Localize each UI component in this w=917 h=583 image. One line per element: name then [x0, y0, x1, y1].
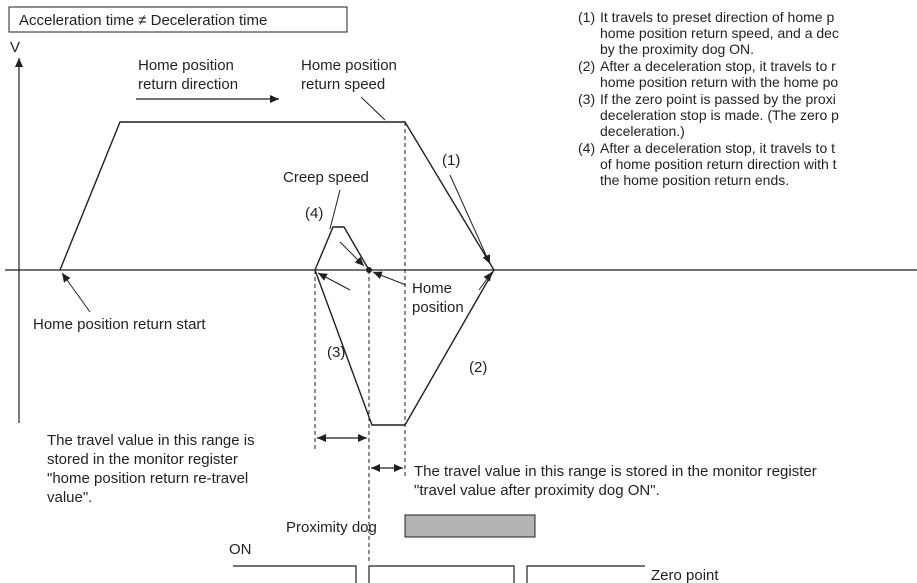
after-dog-note: The travel value in this range is stored…: [414, 463, 817, 499]
note-2: (2) After a deceleration stop, it travel…: [578, 58, 917, 90]
return-start-leader: [61, 272, 91, 313]
home-position-leader: [372, 271, 407, 286]
return-start-label: Home position return start: [33, 316, 206, 333]
note-4: (4) After a deceleration stop, it travel…: [578, 140, 917, 188]
step4-label: (4): [305, 205, 323, 222]
proximity-dog-label: Proximity dog: [286, 519, 377, 536]
creep-leader: [329, 189, 341, 230]
step2-label: (2): [469, 359, 487, 376]
step4-leader: [339, 241, 365, 267]
note-2-number: (2): [578, 58, 596, 74]
title-box: [8, 6, 348, 33]
note-1-text: It travels to preset direction of home p…: [600, 9, 839, 57]
zero-point-signal-c: [526, 565, 645, 583]
step1-label: (1): [442, 152, 460, 169]
note-3-number: (3): [578, 91, 596, 107]
diagram-title: Acceleration time ≠ Deceleration time: [19, 12, 267, 29]
proximity-dog-bar: [404, 514, 536, 538]
note-1-number: (1): [578, 9, 596, 25]
on-label: ON: [229, 541, 252, 558]
speed-leader: [360, 96, 386, 121]
zero-point-label: Zero point: [651, 567, 719, 583]
note-3: (3) If the zero point is passed by the p…: [578, 91, 917, 139]
step3-label: (3): [327, 344, 345, 361]
note-1: (1) It travels to preset direction of ho…: [578, 9, 917, 57]
note-4-text: After a deceleration stop, it travels to…: [600, 140, 837, 188]
note-2-text: After a deceleration stop, it travels to…: [600, 58, 839, 90]
step-notes: (1) It travels to preset direction of ho…: [578, 9, 917, 189]
velocity-axis-label: V: [10, 39, 20, 56]
step2-leader: [478, 271, 493, 291]
zero-point-signal-a: [233, 565, 357, 583]
note-3-text: If the zero point is passed by the proxi…: [600, 91, 839, 139]
creep-speed-label: Creep speed: [283, 169, 369, 186]
note-4-number: (4): [578, 140, 596, 156]
step1-leader: [449, 174, 491, 265]
speed-profile-line: [59, 121, 495, 426]
step3-leader: [317, 272, 351, 291]
zero-point-signal-b: [368, 565, 515, 583]
